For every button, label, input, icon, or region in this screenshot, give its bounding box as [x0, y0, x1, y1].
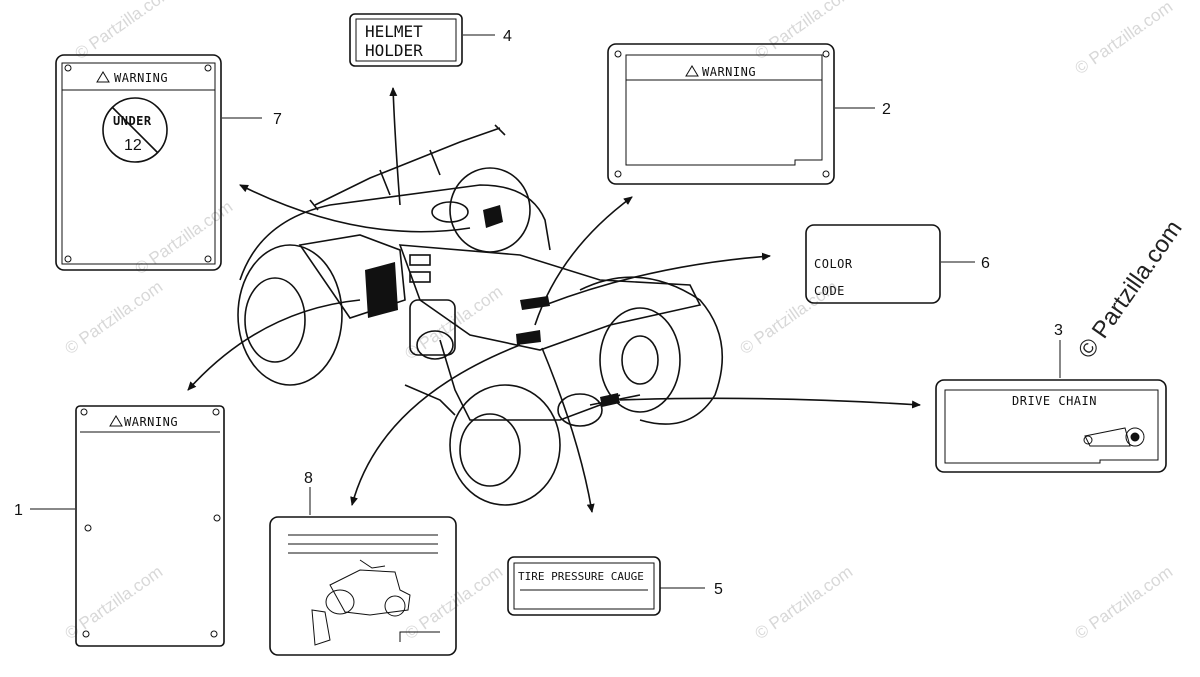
arrow-to-label-8 — [350, 344, 521, 506]
watermark-large: © Partzilla.com — [1073, 215, 1188, 363]
age-text: 12 — [124, 137, 142, 154]
callout-5: 5 — [714, 581, 723, 598]
label-4-helmet-holder: HELMET HOLDER 4 — [349, 13, 512, 67]
arrow-to-label-4 — [389, 87, 401, 206]
label-3-drive-chain: DRIVE CHAIN 3 — [935, 322, 1167, 473]
warning-triangle-icon — [685, 65, 699, 77]
watermark: © Partzilla.com — [401, 562, 506, 643]
tire-pressure-text: TIRE PRESSURE CAUGE — [518, 570, 644, 583]
warning-text: WARNING — [124, 415, 178, 429]
callout-6: 6 — [981, 255, 990, 272]
arrow-to-label-7 — [239, 184, 471, 233]
helmet-text: HELMET — [365, 22, 423, 41]
arrow-to-label-3 — [619, 397, 921, 409]
arrow-to-label-2 — [534, 196, 633, 326]
atv-illustration — [237, 124, 724, 506]
arrow-to-label-5 — [541, 347, 595, 513]
prohibited-circle-icon — [102, 97, 168, 163]
label-7-warning-under-12: WARNING UNDER 12 7 — [55, 54, 282, 271]
callout-4: 4 — [503, 28, 512, 45]
chain-sprocket-icon — [1083, 427, 1145, 447]
color-text: COLOR — [814, 257, 853, 271]
label-1-warning: WARNING 1 — [14, 405, 225, 647]
holder-text: HOLDER — [365, 41, 423, 60]
watermark: © Partzilla.com — [71, 0, 176, 63]
label-6-color-code: COLOR CODE 6 — [805, 224, 990, 304]
watermark: © Partzilla.com — [751, 562, 856, 643]
label-5-tire-pressure: TIRE PRESSURE CAUGE 5 — [507, 556, 723, 616]
watermark: © Partzilla.com — [61, 277, 166, 358]
label-8-info: 8 — [269, 470, 457, 656]
callout-7: 7 — [273, 111, 282, 128]
callout-3: 3 — [1054, 322, 1063, 339]
watermark: © Partzilla.com — [751, 0, 856, 63]
label-2-warning: WARNING 2 — [607, 43, 891, 185]
callout-8: 8 — [304, 470, 313, 487]
atv-mini-icon — [311, 559, 411, 646]
warning-triangle-icon — [96, 71, 110, 83]
callout-2: 2 — [882, 101, 891, 118]
drive-chain-text: DRIVE CHAIN — [1012, 394, 1097, 408]
warning-text: WARNING — [114, 71, 168, 85]
watermark: © Partzilla.com — [61, 562, 166, 643]
leader-arrows — [187, 87, 921, 513]
code-text: CODE — [814, 284, 845, 298]
warning-triangle-icon — [109, 415, 123, 427]
watermark: © Partzilla.com — [1071, 0, 1176, 78]
arrow-to-label-6 — [544, 252, 771, 306]
under-text: UNDER — [113, 114, 152, 128]
arrow-to-label-1 — [187, 299, 361, 391]
warning-text: WARNING — [702, 65, 756, 79]
watermark: © Partzilla.com — [1071, 562, 1176, 643]
callout-1: 1 — [14, 502, 23, 519]
